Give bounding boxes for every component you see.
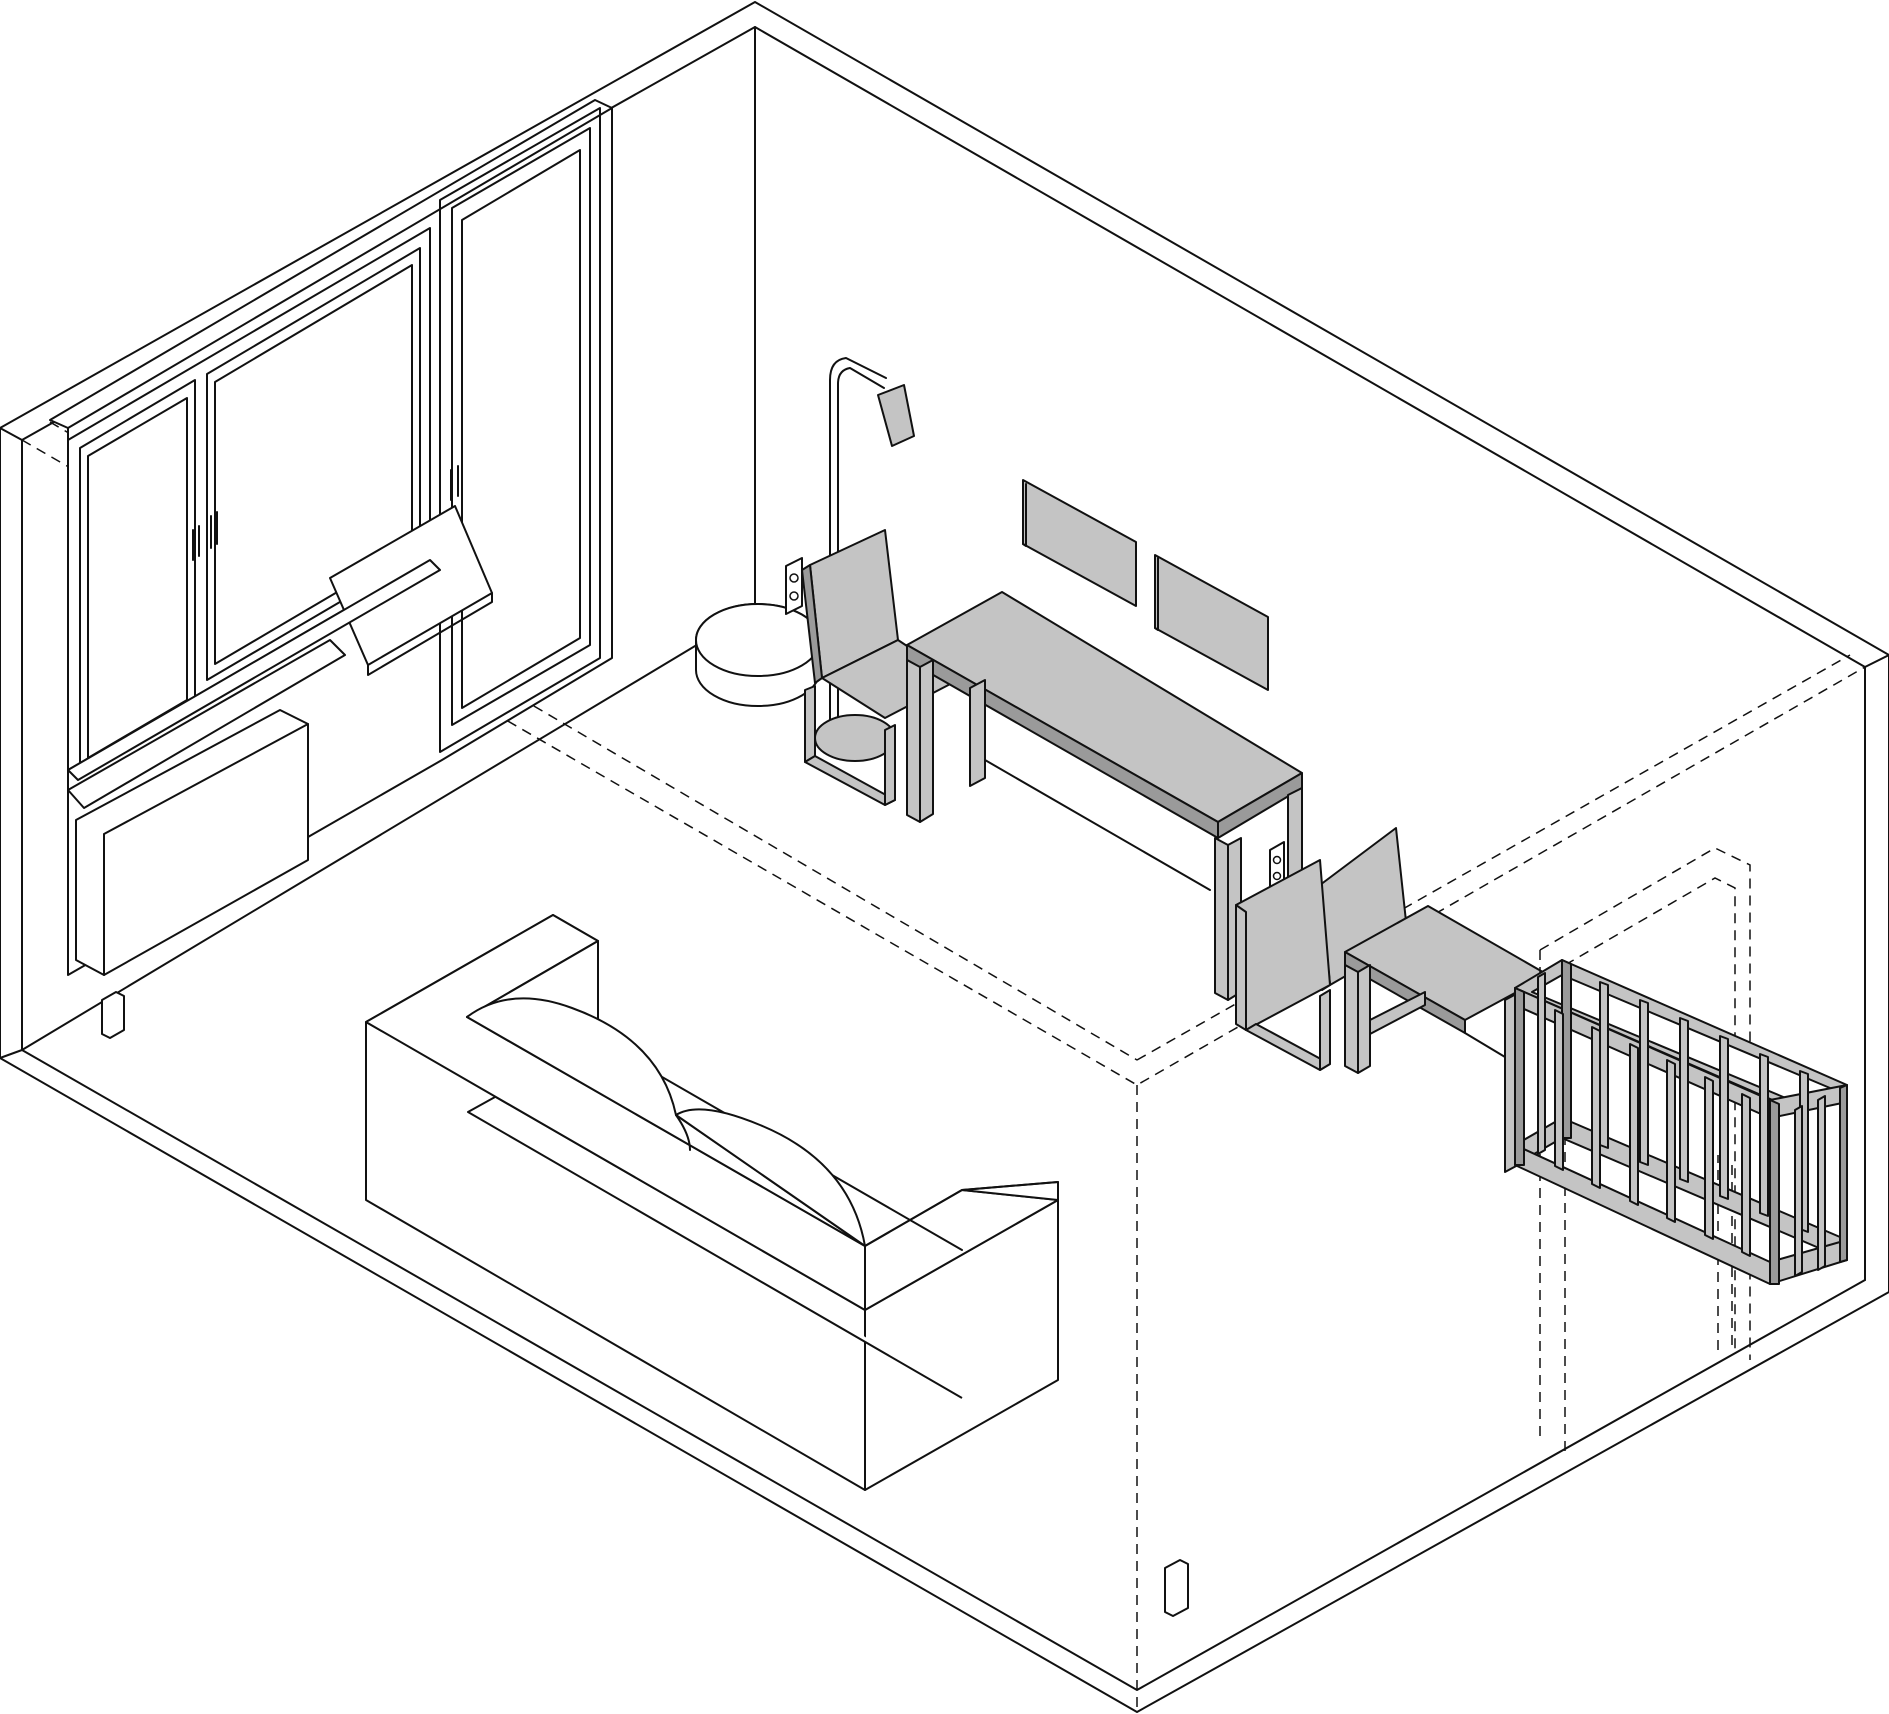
floor-lamp-icon	[814, 357, 915, 762]
window-sill-icon	[67, 505, 493, 809]
wall-picture-icon	[1154, 554, 1269, 691]
radiator-icon	[75, 709, 309, 976]
wall-picture-icon	[1022, 479, 1137, 607]
power-socket-icon	[785, 557, 803, 615]
round-pouf-icon	[695, 603, 821, 707]
baby-crib-icon	[1514, 959, 1848, 1285]
desk-icon	[906, 591, 1303, 1001]
light-switch-icon	[1164, 1559, 1189, 1617]
sofa-icon	[365, 914, 1059, 1491]
light-switch-icon	[101, 991, 125, 1039]
bench-icon	[1344, 905, 1549, 1173]
